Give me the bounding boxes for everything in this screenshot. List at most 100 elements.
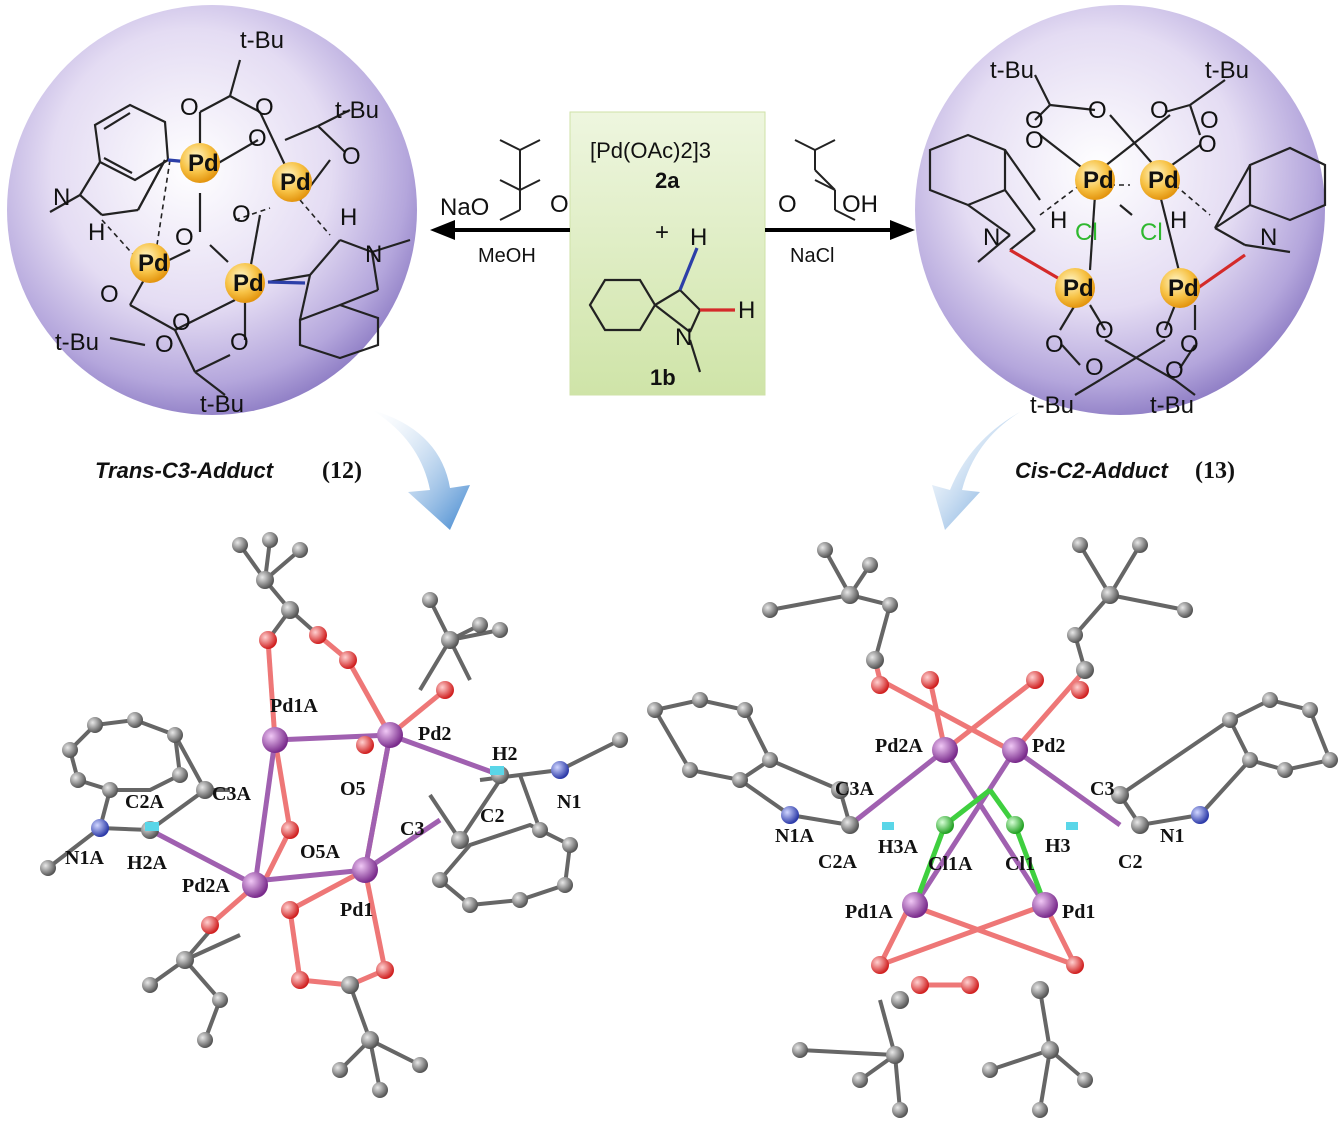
right-label-c3: C3 (1090, 778, 1114, 800)
left-label-pd2a: Pd2A (182, 875, 230, 897)
left-label-n1a: N1A (65, 847, 104, 869)
left-o: O (155, 331, 174, 358)
left-n: N (53, 184, 70, 211)
left-tbu-lower-left: t-Bu (55, 329, 99, 356)
right-label-c3a: C3A (835, 778, 874, 800)
left-caption-number: (12) (322, 458, 362, 484)
left-label-c3: C3 (400, 818, 424, 840)
right-caption: Cis-C2-Adduct (13) (1015, 458, 1235, 484)
left-label-pd1a: Pd1A (270, 695, 318, 717)
left-tbu-bottom: t-Bu (200, 391, 244, 418)
right-o: O (1165, 357, 1184, 384)
right-label-cl1a: Cl1A (928, 853, 973, 875)
right-structure-bonds (928, 74, 1327, 396)
left-solvent: MeOH (478, 245, 536, 267)
right-label-pd1a: Pd1A (845, 901, 893, 923)
left-label-n1: N1 (557, 791, 581, 813)
right-cl: Cl (1075, 219, 1098, 246)
right-o: O (1198, 131, 1217, 158)
left-atom-labels: t-Bu t-Bu t-Bu t-Bu O O O O O O O O O O … (53, 27, 382, 418)
right-label-h3a: H3A (878, 836, 919, 858)
right-additive: OH (842, 191, 878, 218)
left-label-pd2: Pd2 (418, 723, 451, 745)
left-additive: NaO (440, 194, 489, 221)
left-label-o5a: O5A (300, 841, 341, 863)
left-caption: Trans-C3-Adduct (12) (95, 458, 362, 484)
left-label-h2a: H2A (127, 852, 168, 874)
right-pd-atoms: Pd Pd Pd Pd (1055, 160, 1200, 308)
right-tbu-bottom-right: t-Bu (1150, 392, 1194, 419)
right-caption-number: (13) (1195, 458, 1235, 484)
right-n: N (1260, 224, 1277, 251)
right-o: O (1025, 107, 1044, 134)
right-cl: Cl (1140, 219, 1163, 246)
right-o: O (1088, 97, 1107, 124)
left-crystal-structure: Pd1A Pd2 H2 O5 C2A C3A C3 C2 N1 N1A H2A … (40, 532, 628, 1098)
right-label-pd1: Pd1 (1062, 901, 1095, 923)
left-label-o5: O5 (340, 778, 366, 800)
right-o: O (1200, 107, 1219, 134)
right-pd-label: Pd (1168, 275, 1199, 302)
right-n: N (983, 224, 1000, 251)
right-pd-label: Pd (1083, 167, 1114, 194)
right-sphere: Pd Pd Pd Pd t-Bu t-Bu t-Bu t-Bu O O O O … (915, 5, 1327, 419)
left-o: O (248, 125, 267, 152)
right-o: O (1095, 317, 1114, 344)
right-crystal-structure: Pd2A Pd2 C3A C3 N1A N1 C2A H3A Cl1A Cl1 … (647, 537, 1338, 1118)
right-label-n1a: N1A (775, 825, 814, 847)
left-label-pd1: Pd1 (340, 899, 373, 921)
right-label-pd2a: Pd2A (875, 735, 923, 757)
left-pd-label: Pd (233, 270, 264, 297)
indole-h-c2: H (738, 297, 755, 324)
right-caption-title: Cis-C2-Adduct (1015, 458, 1169, 483)
left-pd-label: Pd (138, 250, 169, 277)
indole-n: N (675, 324, 692, 351)
right-o: O (1045, 331, 1064, 358)
left-sphere: Pd Pd Pd Pd t-Bu t-Bu t-Bu t-Bu O O O O … (7, 5, 417, 418)
left-o: O (342, 143, 361, 170)
left-o: O (175, 224, 194, 251)
right-tbu-top-right: t-Bu (1205, 57, 1249, 84)
left-reaction-arrow: NaO O MeOH (430, 139, 570, 267)
right-pd-label: Pd (1148, 167, 1179, 194)
left-o: O (180, 94, 199, 121)
catalyst-formula: [Pd(OAc)2]3 (590, 138, 711, 163)
left-o: O (232, 201, 251, 228)
substrate-label: 1b (650, 365, 676, 390)
left-tbu-top: t-Bu (240, 27, 284, 54)
right-o: O (1180, 331, 1199, 358)
right-label-c2: C2 (1118, 851, 1142, 873)
catalyst-label: 2a (655, 168, 680, 193)
left-o: O (230, 329, 249, 356)
right-down-arrow (932, 412, 1020, 530)
left-h: H (340, 204, 357, 231)
right-h: H (1050, 207, 1067, 234)
left-structure-bonds (49, 59, 411, 396)
right-reaction-arrow: O OH NaCl (765, 139, 915, 267)
left-o: O (100, 281, 119, 308)
right-chloride-labels: Cl Cl (1075, 219, 1163, 246)
left-pd-label: Pd (280, 169, 311, 196)
right-label-c2a: C2A (818, 851, 857, 873)
left-crystal-labels: Pd1A Pd2 H2 O5 C2A C3A C3 C2 N1 N1A H2A … (65, 695, 581, 921)
left-down-arrow (372, 410, 470, 530)
left-caption-title: Trans-C3-Adduct (95, 458, 275, 483)
plus-sign: + (655, 219, 669, 246)
indole-1b-bonds (588, 278, 702, 373)
right-pd-label: Pd (1063, 275, 1094, 302)
right-o: O (1025, 127, 1044, 154)
left-n: N (365, 241, 382, 268)
right-o: O (1155, 317, 1174, 344)
left-o: O (255, 94, 274, 121)
left-pd-atoms: Pd Pd Pd Pd (130, 143, 312, 303)
left-h: H (88, 219, 105, 246)
left-tbu-upper-right: t-Bu (335, 97, 379, 124)
right-atom-labels: t-Bu t-Bu t-Bu t-Bu O O O O O O O O O O … (983, 57, 1277, 419)
right-label-h3: H3 (1045, 835, 1071, 857)
left-additive-o: O (550, 191, 569, 218)
left-label-c2a: C2A (125, 791, 164, 813)
right-salt: NaCl (790, 245, 834, 267)
left-label-c3a: C3A (212, 783, 251, 805)
left-o: O (172, 309, 191, 336)
